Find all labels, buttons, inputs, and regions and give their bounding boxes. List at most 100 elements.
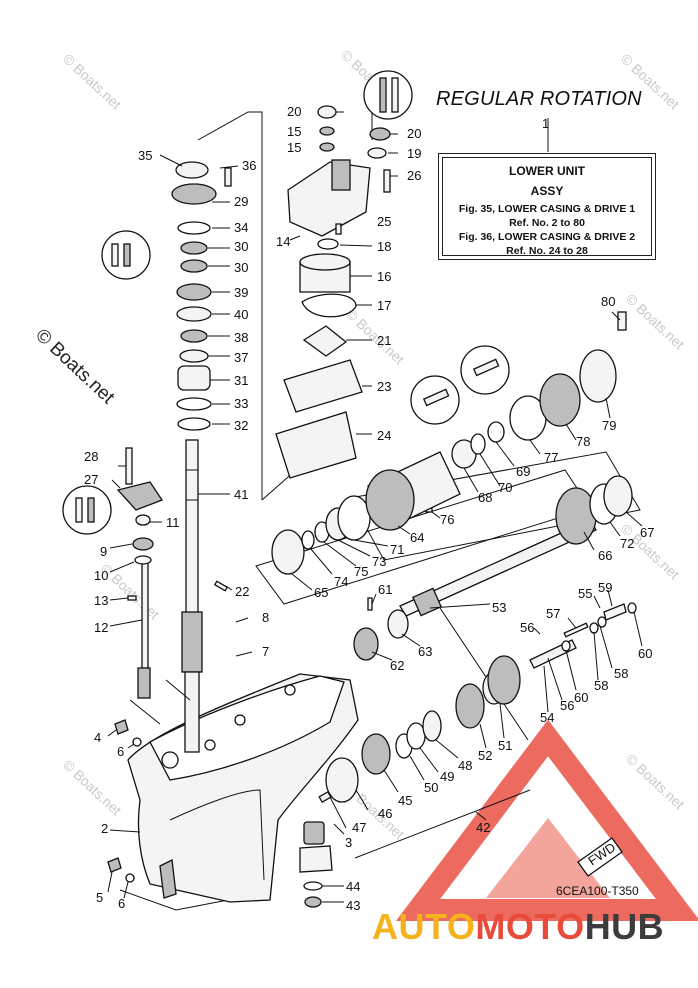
callout-22: 22 (235, 584, 249, 599)
callout-8: 8 (262, 610, 269, 625)
callout-76: 76 (440, 512, 454, 527)
callout-51: 51 (498, 738, 512, 753)
brand-moto: MOTO (475, 906, 585, 947)
callout-39: 39 (234, 285, 248, 300)
callout-17: 17 (377, 298, 391, 313)
forward-gear-group (325, 655, 521, 803)
callout-42: 42 (476, 820, 490, 835)
callout-79: 79 (602, 418, 616, 433)
watermark-text: © Boats.net (60, 756, 125, 818)
callout-29: 29 (234, 194, 248, 209)
callout-4: 4 (94, 730, 101, 745)
callout-27: 27 (84, 472, 98, 487)
callout-57: 57 (546, 606, 560, 621)
callout-75: 75 (354, 564, 368, 579)
callout-45: 45 (398, 793, 412, 808)
assembly-ref-line: Fig. 36, LOWER CASING & DRIVE 2 (458, 231, 636, 243)
callout-58: 58 (594, 678, 608, 693)
shift-rod-housing (116, 447, 163, 565)
callout-9: 9 (100, 544, 107, 559)
callout-54: 54 (540, 710, 554, 725)
callout-21: 21 (377, 333, 391, 348)
callout-35: 35 (138, 148, 152, 163)
callout-47: 47 (352, 820, 366, 835)
callout-80: 80 (601, 294, 615, 309)
assembly-title: LOWER UNIT (509, 164, 585, 178)
callout-44: 44 (346, 879, 360, 894)
water-pump-stack (275, 105, 391, 479)
watermark-text: © Boats.net (60, 50, 125, 112)
callout-37: 37 (234, 350, 248, 365)
callout-24: 24 (377, 428, 391, 443)
callout-19: 19 (407, 146, 421, 161)
automotohub-logo-triangle (395, 719, 698, 921)
callout-31: 31 (234, 373, 248, 388)
brand-auto: AUTO (372, 906, 476, 947)
callout-34: 34 (234, 220, 248, 235)
callout-66: 66 (598, 548, 612, 563)
callout-70: 70 (498, 480, 512, 495)
automotohub-brand: AUTOMOTOHUB (372, 906, 664, 948)
callout-63: 63 (418, 644, 432, 659)
callout-56: 56 (520, 620, 534, 635)
callout-52: 52 (478, 748, 492, 763)
callout-72: 72 (620, 536, 634, 551)
upper-seal-stack (171, 161, 217, 431)
callout-69: 69 (516, 464, 530, 479)
callout-64: 64 (410, 530, 424, 545)
callout-33: 33 (234, 396, 248, 411)
callout-61: 61 (378, 582, 392, 597)
callout-20: 20 (407, 126, 421, 141)
callout-6: 6 (118, 896, 125, 911)
reverse-gear-group (271, 349, 633, 575)
drive-shaft-part-41 (181, 439, 203, 753)
callout-25: 25 (377, 214, 391, 229)
callout-18: 18 (377, 239, 391, 254)
callout-78: 78 (576, 434, 590, 449)
callout-28: 28 (84, 449, 98, 464)
brand-hub: HUB (584, 906, 665, 947)
callout-59: 59 (598, 580, 612, 595)
callout-68: 68 (478, 490, 492, 505)
callout-50: 50 (424, 780, 438, 795)
callout-2: 2 (101, 821, 108, 836)
callout-65: 65 (314, 585, 328, 600)
forward-direction-arrow: FWD (577, 837, 623, 877)
callout-26: 26 (407, 168, 421, 183)
watermark-text: © Boats.net (343, 305, 408, 367)
callout-6: 6 (117, 744, 124, 759)
callout-36: 36 (242, 158, 256, 173)
propeller-shaft-group (353, 519, 637, 669)
callout-58: 58 (614, 666, 628, 681)
callout-60: 60 (574, 690, 588, 705)
callout-40: 40 (234, 307, 248, 322)
callout-73: 73 (372, 554, 386, 569)
callout-23: 23 (377, 379, 391, 394)
assembly-ref-line: Fig. 35, LOWER CASING & DRIVE 1 (458, 203, 636, 215)
assembly-frame-lines (119, 96, 641, 911)
callout-16: 16 (377, 269, 391, 284)
callout-56: 56 (560, 698, 574, 713)
callout-71: 71 (390, 542, 404, 557)
watermark-text: © Boats.net (623, 750, 688, 812)
assembly-info-box-inner: LOWER UNIT ASSY Fig. 35, LOWER CASING & … (442, 157, 652, 257)
callout-49: 49 (440, 769, 454, 784)
assembly-ref-line: Ref. No. 2 to 80 (509, 217, 585, 229)
detail-bubbles (62, 70, 510, 535)
callout-11: 11 (166, 515, 180, 530)
callout-labels: 2 3 4 5 6 6 7 8 9 10 11 12 13 14 15 15 1… (84, 104, 654, 913)
callout-60: 60 (638, 646, 652, 661)
callout-30: 30 (234, 260, 248, 275)
callout-46: 46 (378, 806, 392, 821)
callout-13: 13 (94, 593, 108, 608)
callout-3: 3 (345, 835, 352, 850)
drawing-code: 6CEA100-T350 (556, 884, 639, 898)
leader-lines (107, 111, 643, 903)
callout-32: 32 (234, 418, 248, 433)
callout-48: 48 (458, 758, 472, 773)
callout-14: 14 (276, 234, 290, 249)
rotation-title: REGULAR ROTATION (436, 88, 642, 110)
callout-7: 7 (262, 644, 269, 659)
